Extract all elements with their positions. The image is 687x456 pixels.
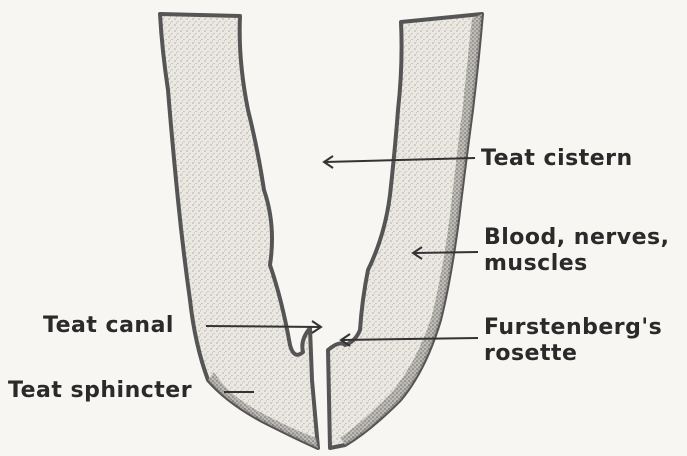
teat-cistern-label: Teat cistern — [481, 146, 633, 172]
furstenberg-rosette-label: Furstenberg's rosette — [484, 315, 662, 367]
teat-sphincter-label: Teat sphincter — [8, 378, 192, 404]
teat-canal-label: Teat canal — [43, 313, 174, 339]
furstenberg-label-line2: rosette — [484, 341, 662, 367]
teat-canal-leader — [206, 326, 320, 327]
blood-nerves-leader — [414, 252, 478, 253]
blood-nerves-label-line1: Blood, nerves, — [484, 225, 669, 251]
blood-nerves-label-line2: muscles — [484, 251, 669, 277]
blood-nerves-muscles-label: Blood, nerves, muscles — [484, 225, 669, 277]
furstenberg-label-line1: Furstenberg's — [484, 315, 662, 341]
